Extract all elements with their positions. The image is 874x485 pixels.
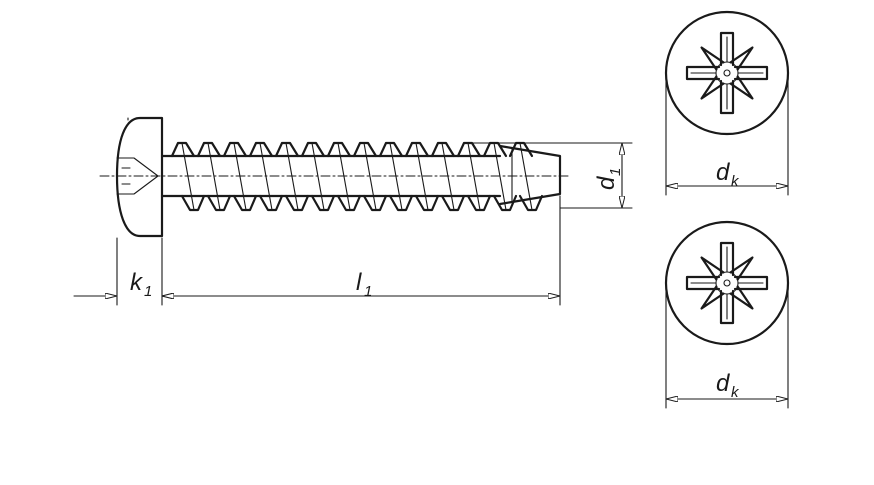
recess-arm (733, 65, 769, 81)
recess-spike (700, 285, 725, 310)
recess-arm (685, 65, 721, 81)
d1-sub: 1 (607, 168, 624, 176)
recess-spike (729, 285, 754, 310)
recess-arm (719, 289, 735, 325)
k1-letter: k (130, 269, 144, 296)
dimension-d1: d 1 (593, 142, 624, 209)
thread-crest (352, 141, 388, 212)
recess-arm (685, 275, 721, 291)
screw-side-view (99, 116, 571, 238)
recess-spike (729, 256, 754, 281)
recess-arm (733, 275, 769, 291)
dk-top-letter: d (716, 159, 730, 186)
dk-bottom-letter: d (716, 370, 730, 397)
recess-arm (719, 79, 735, 115)
recess-arm (719, 241, 735, 277)
screw-head (115, 116, 164, 238)
l1-sub: 1 (364, 283, 372, 300)
dimension-dk-top: d k (665, 159, 789, 190)
head-view-bottom (664, 220, 790, 346)
head-view-top (664, 10, 790, 136)
dimension-k1: k 1 (73, 269, 206, 300)
screw-tip (498, 144, 562, 206)
d1-letter: d (593, 176, 620, 190)
dk-top-sub: k (731, 173, 740, 190)
recess-arm (719, 31, 735, 67)
k1-sub: 1 (144, 283, 152, 300)
recess-spike (700, 256, 725, 281)
dimension-dk-bottom: d k (665, 370, 789, 401)
l1-letter: l (356, 269, 362, 296)
recess-spike (729, 46, 754, 71)
dimension-l1: l 1 (161, 269, 561, 300)
dk-bottom-sub: k (731, 384, 740, 401)
recess-spike (700, 46, 725, 71)
thread-crest (404, 141, 440, 212)
recess-spike (700, 75, 725, 100)
recess-spike (729, 75, 754, 100)
screw-threads (160, 141, 544, 212)
